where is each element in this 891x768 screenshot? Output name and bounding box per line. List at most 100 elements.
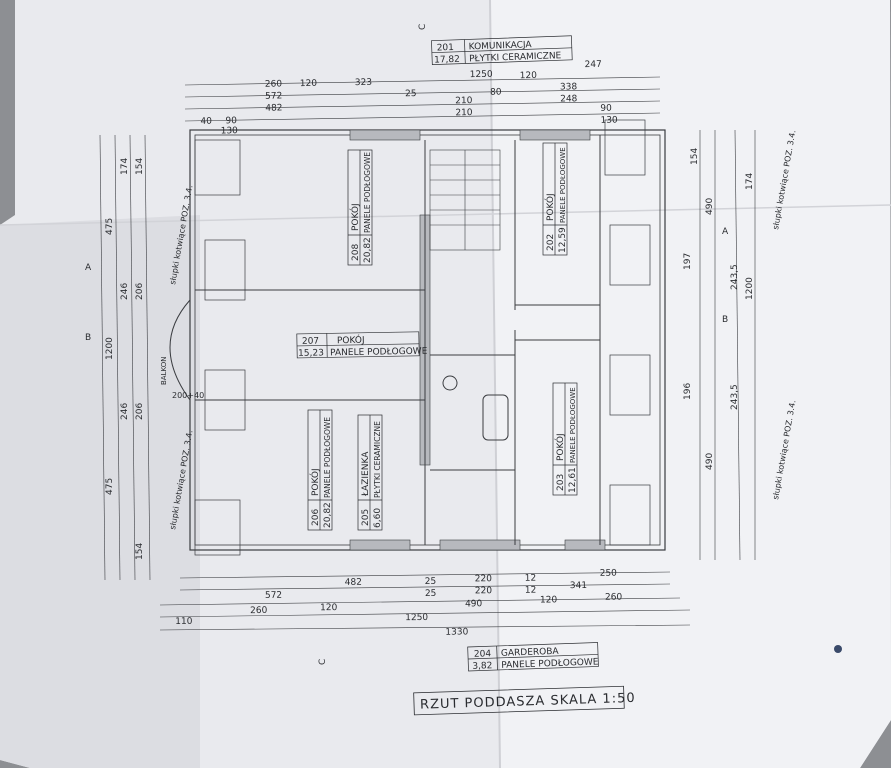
dim: 154	[135, 543, 145, 560]
dim: 1200	[745, 277, 755, 300]
room-floor: PANELE PODŁOGOWE	[569, 387, 577, 463]
dim: 90	[600, 104, 612, 114]
room-label-203: 203 POKÓJ 12,61 PANELE PODŁOGOWE	[552, 382, 578, 496]
paper-fold-shade	[0, 215, 200, 768]
room-name: KOMUNIKACJA	[469, 40, 533, 52]
room-label-201: 201 KOMUNIKACJA 17,82 PŁYTKI CERAMICZNE	[431, 35, 573, 66]
dim: 40	[200, 117, 212, 127]
room-floor: PANELE PODŁOGOWE	[501, 657, 599, 670]
dim: 174	[120, 158, 130, 175]
dim: 246	[120, 283, 130, 300]
dim: 323	[355, 78, 372, 88]
dim: 250	[600, 569, 618, 579]
balcony-dimension: 200+40	[172, 391, 204, 400]
drawing-title: RZUT PODDASZA SKALA 1:50	[413, 685, 636, 716]
dim: 572	[265, 91, 282, 101]
room-area: 20,82	[363, 237, 373, 263]
dim: 12	[525, 574, 537, 584]
section-marker-a: A	[722, 227, 729, 237]
dim: 1200	[105, 337, 115, 360]
dim: 174	[745, 173, 755, 190]
ink-spot	[834, 645, 842, 653]
room-label-204: 204 GARDEROBA 3,82 PANELE PODŁOGOWE	[467, 642, 599, 672]
dim: 247	[585, 60, 602, 70]
dim: 243,5	[730, 264, 740, 290]
room-number: 204	[474, 649, 492, 660]
dim: 490	[705, 453, 715, 470]
dimension-lines	[99, 76, 756, 631]
dim: 130	[221, 126, 239, 136]
dim: 210	[455, 108, 473, 118]
dim: 206	[135, 283, 145, 300]
room-number: 202	[546, 234, 556, 251]
dim: 120	[320, 603, 338, 613]
dim: 154	[135, 158, 145, 175]
room-name: POKÓJ	[309, 468, 321, 496]
dim: 12	[525, 586, 537, 596]
room-name: POKÓJ	[554, 433, 566, 461]
dim: 220	[475, 574, 493, 584]
section-marker-c: C	[318, 659, 328, 665]
dim: 482	[345, 578, 362, 588]
windows	[194, 119, 651, 556]
room-area: 17,82	[434, 55, 460, 66]
room-label-206: 206 POKÓJ 20,82 PANELE PODŁOGOWE	[307, 409, 333, 531]
room-floor: PANELE PODŁOGOWE	[323, 417, 332, 498]
room-area: 6,60	[373, 508, 383, 528]
dim: 154	[690, 148, 700, 165]
bathtub	[482, 394, 509, 441]
dim: 90	[225, 116, 237, 126]
room-label-202: 202 POKÓJ 12,59 PANELE PODŁOGOWE	[542, 142, 568, 256]
room-label-207: 207 POKÓJ 15,23 PANELE PODŁOGOWE	[296, 331, 428, 359]
room-label-208: 208 POKÓJ 20,82 PANELE PODŁOGOWE	[347, 149, 373, 266]
dim: 196	[683, 383, 693, 400]
dim: 25	[405, 89, 417, 99]
dim: 475	[105, 478, 115, 495]
room-number: 208	[351, 244, 361, 261]
dim: 120	[300, 79, 318, 89]
balcony-outline	[169, 299, 191, 401]
room-floor: PŁYTKI CERAMICZNE	[373, 421, 382, 498]
dim: 338	[560, 82, 578, 92]
dim: 80	[490, 88, 502, 98]
room-number: 206	[311, 509, 321, 526]
room-floor: PANELE PODŁOGOWE	[363, 152, 372, 233]
room-floor: PANELE PODŁOGOWE	[559, 147, 567, 223]
dim: 248	[560, 94, 578, 104]
dim: 120	[520, 71, 538, 81]
room-name: GARDEROBA	[501, 647, 560, 659]
dim: 246	[120, 403, 130, 420]
room-floor: PŁYTKI CERAMICZNE	[469, 51, 562, 64]
room-area: 3,82	[472, 661, 492, 672]
dim: 482	[265, 103, 282, 113]
dim: 1250	[470, 70, 493, 80]
room-area: 20,82	[323, 502, 333, 528]
dim: 120	[540, 595, 558, 605]
dim: 490	[465, 599, 483, 609]
room-number: 207	[302, 337, 319, 347]
dim: 130	[600, 116, 618, 126]
room-label-205: 205 ŁAZIENKA 6,60 PŁYTKI CERAMICZNE	[357, 414, 383, 531]
room-floor: PANELE PODŁOGOWE	[330, 347, 428, 359]
dim: 210	[455, 96, 473, 106]
dim: 243,5	[730, 384, 740, 410]
dim: 260	[265, 79, 283, 89]
dim: 260	[605, 593, 623, 603]
dim: 197	[683, 253, 693, 270]
dim: 25	[425, 589, 437, 599]
balcony-label: BALKON	[160, 357, 168, 385]
room-name: POKÓJ	[337, 334, 365, 346]
dim: 220	[475, 586, 493, 596]
dim: 260	[250, 606, 268, 616]
room-name: POKÓJ	[349, 203, 361, 231]
toilet	[442, 375, 458, 391]
paper-fold-shade	[490, 0, 891, 768]
dim: 1330	[445, 627, 468, 637]
room-area: 12,61	[568, 467, 578, 493]
room-name: ŁAZIENKA	[361, 451, 371, 497]
dim: 475	[105, 218, 115, 235]
room-area: 15,23	[298, 348, 324, 358]
section-marker-b: B	[722, 315, 728, 325]
room-area: 12,59	[558, 227, 568, 253]
dim: 490	[705, 198, 715, 215]
